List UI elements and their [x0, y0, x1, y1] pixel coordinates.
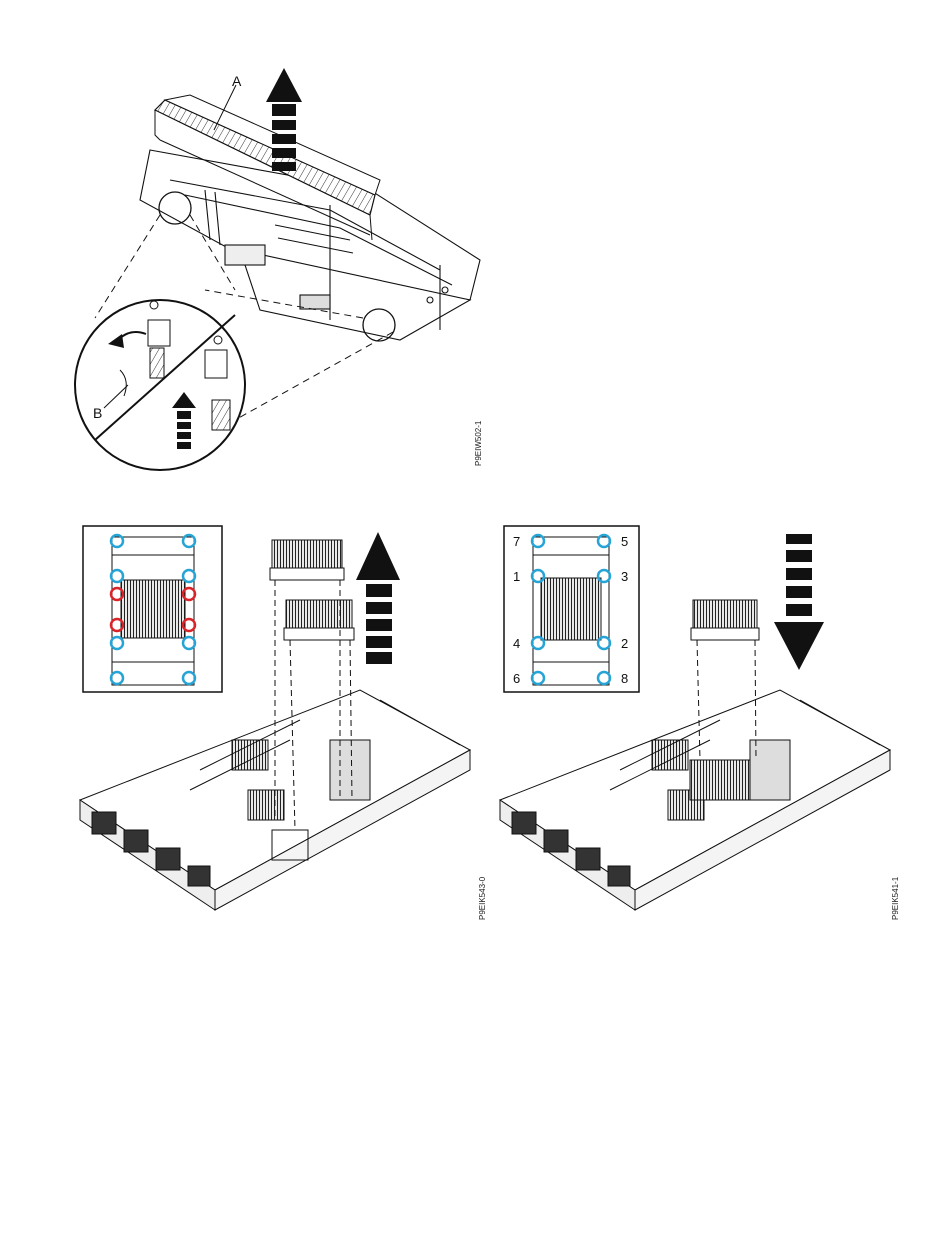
figure-3-heatsink-install: 7 5 1 3 4 2 6 8: [500, 526, 890, 910]
screw-label-8: 8: [621, 671, 628, 686]
figure-code-2: P9EIK543-0: [478, 877, 487, 920]
screw-label-5: 5: [621, 534, 628, 549]
lift-up-arrow-2: [356, 532, 400, 664]
figure-2-heatsink-removal: [80, 526, 470, 910]
screw-label-4: 4: [513, 636, 520, 651]
screw-label-7: 7: [513, 534, 520, 549]
screw-label-2: 2: [621, 636, 628, 651]
callout-b-label: B: [93, 405, 102, 421]
detail-magnified-view: [75, 300, 245, 470]
figure-1-backplane-removal: A: [75, 68, 480, 470]
screw-label-3: 3: [621, 569, 628, 584]
heatsink-top-view: [112, 537, 194, 685]
lower-down-arrow: [774, 534, 824, 670]
callout-a-label: A: [232, 73, 242, 89]
heatsink-top-view-3: [533, 537, 609, 685]
screw-label-1: 1: [513, 569, 520, 584]
figure-code-3: P9EIK541-1: [891, 877, 900, 920]
figure-code-1: P9EIW502-1: [474, 421, 483, 466]
screw-label-6: 6: [513, 671, 520, 686]
server-chassis-drawing-3: [500, 690, 890, 910]
